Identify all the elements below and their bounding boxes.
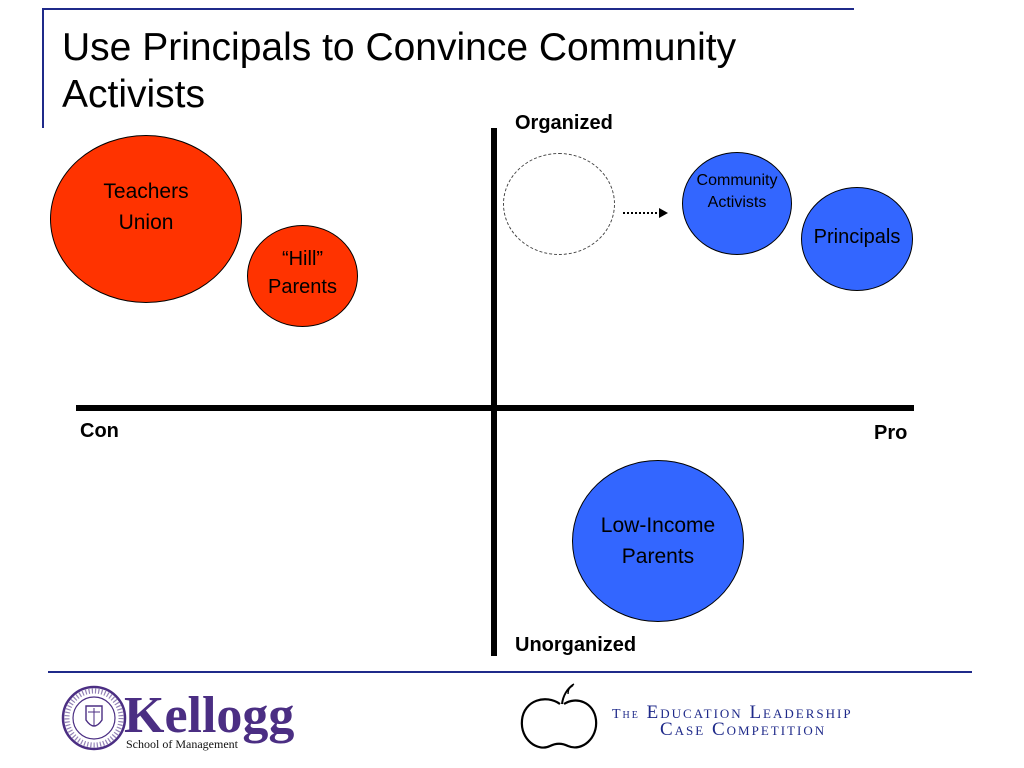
slide-title: Use Principals to Convince Community Act… bbox=[62, 26, 737, 116]
competition-title-line2: Case Competition bbox=[660, 719, 827, 740]
footer-rule bbox=[48, 671, 972, 673]
bubble-label-line: Principals bbox=[813, 225, 901, 248]
title-frame-left-rule bbox=[42, 8, 44, 128]
bubble-label-line: Union bbox=[118, 211, 174, 234]
bubble-label-line: Low-Income bbox=[600, 514, 716, 537]
bubble-label-line: Parents bbox=[621, 545, 695, 568]
bubble-label-line: “Hill” bbox=[281, 248, 324, 270]
kellogg-logo: Kellogg School of Management bbox=[61, 685, 294, 751]
move-arrow-icon bbox=[623, 208, 668, 218]
kellogg-subtitle: School of Management bbox=[126, 737, 239, 751]
principals-bubble: Principals bbox=[801, 187, 913, 291]
competition-name: Education Leadership bbox=[646, 702, 853, 723]
bubble-label-line: Teachers bbox=[103, 180, 189, 203]
axis-label-pro: Pro bbox=[874, 422, 908, 444]
community-activists-bubble: Community Activists bbox=[682, 152, 792, 255]
horizontal-axis bbox=[76, 405, 914, 411]
teachers-union-bubble: Teachers Union bbox=[50, 135, 242, 303]
axis-label-organized: Organized bbox=[515, 112, 613, 134]
apple-logo-icon bbox=[520, 683, 598, 749]
bubble-label-line: Parents bbox=[268, 276, 337, 298]
previous-position-outline bbox=[503, 153, 615, 255]
bubble-label-line: Activists bbox=[707, 193, 767, 211]
bubble-label-line: Community bbox=[696, 171, 778, 189]
kellogg-wordmark: Kellogg bbox=[124, 687, 294, 744]
competition-title-line1: The Education Leadership bbox=[612, 702, 853, 724]
northwestern-seal-icon bbox=[61, 685, 127, 751]
axis-label-con: Con bbox=[80, 420, 119, 442]
title-frame-top-rule bbox=[42, 8, 854, 10]
hill-parents-bubble: “Hill” Parents bbox=[247, 225, 358, 327]
axis-label-unorganized: Unorganized bbox=[515, 634, 637, 656]
competition-the: The bbox=[612, 707, 640, 722]
low-income-parents-bubble: Low-Income Parents bbox=[572, 460, 744, 622]
vertical-axis bbox=[491, 128, 497, 656]
